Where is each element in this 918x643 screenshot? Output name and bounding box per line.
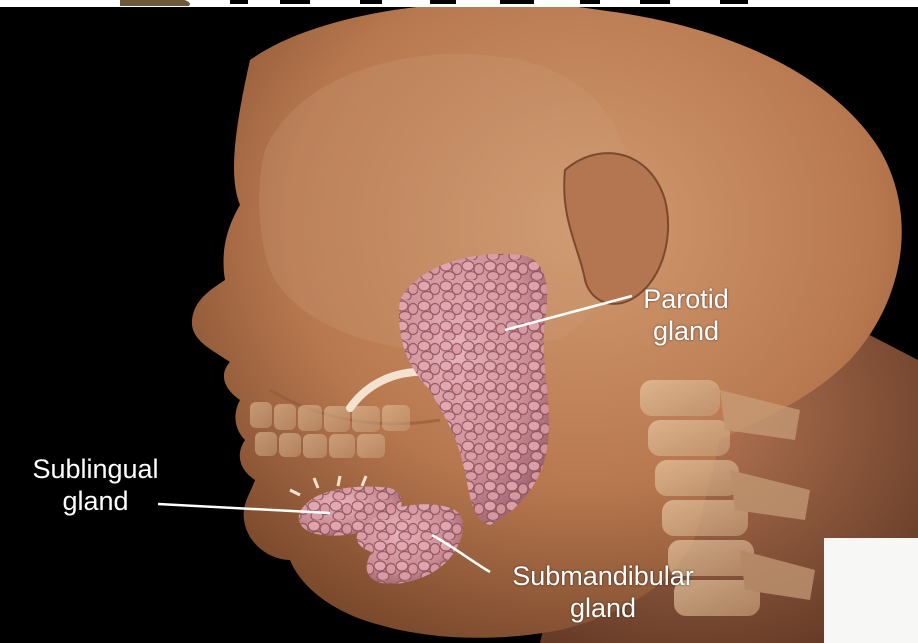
corner-overlay-box: [824, 538, 918, 643]
parotid-gland-label: Parotid gland: [626, 283, 746, 347]
parotid-label-line-1: Parotid: [626, 283, 746, 315]
submandibular-gland-label: Submandibular gland: [488, 560, 718, 624]
parotid-label-line-2: gland: [626, 315, 746, 347]
sublingual-label-line-1: Sublingual: [28, 453, 163, 485]
sublingual-gland-label: Sublingual gland: [28, 453, 163, 517]
cropped-top-strip: [0, 0, 918, 7]
submandibular-label-line-1: Submandibular: [488, 560, 718, 592]
submandibular-label-line-2: gland: [488, 592, 718, 624]
sublingual-label-line-2: gland: [28, 485, 163, 517]
